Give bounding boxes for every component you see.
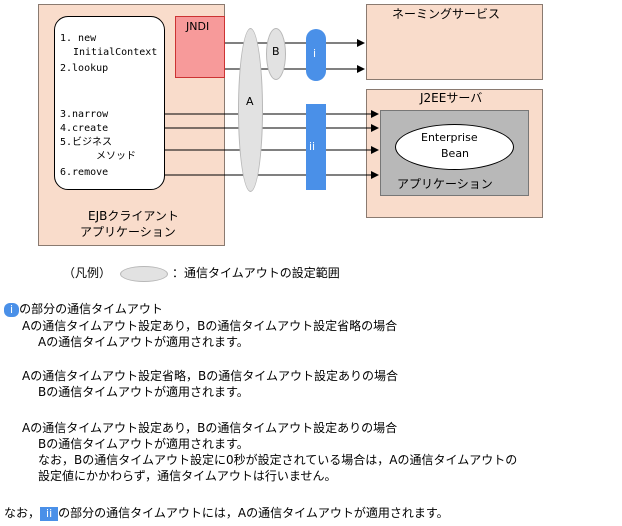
naming-service-box (366, 4, 543, 80)
pill-i-label: i (313, 47, 317, 60)
legend-prefix: （凡例） (63, 266, 112, 280)
client-steps-box (54, 16, 165, 190)
jndi-label: JNDI (186, 20, 210, 33)
pill-ii (306, 104, 326, 190)
client-label-2: アプリケーション (80, 225, 176, 239)
case1-line1: Aの通信タイムアウト設定あり，Bの通信タイムアウト設定省略の場合 (22, 319, 398, 333)
case2-line1: Aの通信タイムアウト設定省略，Bの通信タイムアウト設定ありの場合 (22, 369, 398, 383)
step-create: 4.create (60, 123, 109, 134)
case2-line2: Bの通信タイムアウトが適用されます。 (38, 385, 249, 399)
pill-ii-label: ii (309, 140, 316, 153)
case3-line2: Bの通信タイムアウトが適用されます。 (38, 437, 249, 451)
ii-badge: ii (40, 507, 59, 521)
case3-line1: Aの通信タイムアウト設定あり，Bの通信タイムアウト設定ありの場合 (22, 421, 398, 435)
jndi-box (175, 16, 225, 78)
enterprise-bean-oval (395, 124, 514, 170)
ii-text: の部分の通信タイムアウトには，Aの通信タイムアウトが適用されます。 (58, 506, 449, 520)
application-label: アプリケーション (397, 177, 493, 191)
case1-line2: Aの通信タイムアウトが適用されます。 (38, 335, 249, 349)
enterprise-bean-label: Enterprise (421, 131, 478, 144)
step-lookup: 2.lookup (60, 63, 109, 74)
naming-service-label: ネーミングサービス (392, 7, 501, 21)
ii-prefix: なお， (4, 506, 41, 520)
enterprise-bean-label-2: Bean (441, 147, 470, 160)
step-initial-context: InitialContext (73, 47, 158, 58)
step-method: メソッド (96, 151, 136, 162)
case3-line4: 設定値にかかわらず，通信タイムアウトは行いません。 (38, 469, 337, 483)
oval-a-label: A (246, 95, 254, 108)
timeout-oval-a (238, 28, 263, 192)
i-badge: i (4, 303, 20, 317)
j2ee-server-label: J2EEサーバ (420, 91, 483, 105)
step-remove: 6.remove (60, 167, 109, 178)
oval-b-label: B (272, 45, 280, 58)
step-business: 5.ビジネス (60, 137, 113, 148)
i-heading-text: の部分の通信タイムアウト (19, 302, 163, 316)
step-narrow: 3.narrow (60, 109, 109, 120)
case3-line3: なお，Bの通信タイムアウト設定に0秒が設定されている場合は，Aの通信タイムアウト… (38, 453, 518, 467)
legend-oval (120, 266, 168, 282)
client-label: EJBクライアント (88, 209, 179, 223)
timeout-oval-b (266, 28, 286, 80)
legend-text: ：通信タイムアウトの設定範囲 (172, 266, 340, 280)
pill-i (306, 29, 326, 81)
step-new: 1. new (60, 33, 97, 44)
